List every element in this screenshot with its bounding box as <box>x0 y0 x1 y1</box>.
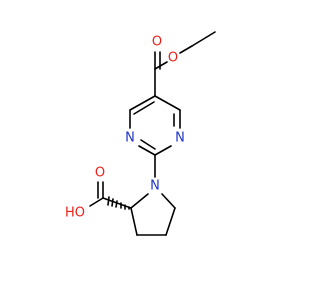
bond-n3-c2-inner <box>140 139 156 150</box>
atom-n-pyrrolidine: N <box>150 179 160 194</box>
bond-ch3-ch2 <box>191 31 216 47</box>
bond-n3-c2 <box>138 145 156 156</box>
atom-o-hydroxyl: HO <box>65 206 85 221</box>
stereo-hash-wedge <box>107 196 130 210</box>
structure-svg: O O N N N O HO <box>65 31 216 236</box>
bonds <box>89 31 216 236</box>
atom-n-ring-left: N <box>125 131 135 146</box>
bond-ch2-o <box>179 45 193 54</box>
bond-c5-c4 <box>129 95 156 111</box>
molecule-diagram: O O N N N O HO <box>65 31 216 236</box>
bond-oether-ccarbonyl <box>154 61 168 70</box>
bond-npyr-c2pyr <box>130 193 149 209</box>
bond-c5-c4-inner <box>133 101 155 115</box>
bond-c5pyr-npyr <box>161 193 176 209</box>
atom-n-ring-right: N <box>175 131 185 146</box>
atom-o-ether-ester: O <box>168 51 178 66</box>
bond-c4pyr-c5pyr <box>165 207 176 236</box>
bond-c2-n1 <box>154 145 172 156</box>
atom-o-carbonyl-acid: O <box>95 166 105 181</box>
atom-o-carbonyl-ester: O <box>152 35 162 50</box>
atom-labels: O O N N N O HO <box>65 35 185 221</box>
bond-c2pyr-c3pyr <box>130 207 138 236</box>
bond-cacid-oh <box>89 197 104 207</box>
bond-c6-c5 <box>154 95 181 111</box>
